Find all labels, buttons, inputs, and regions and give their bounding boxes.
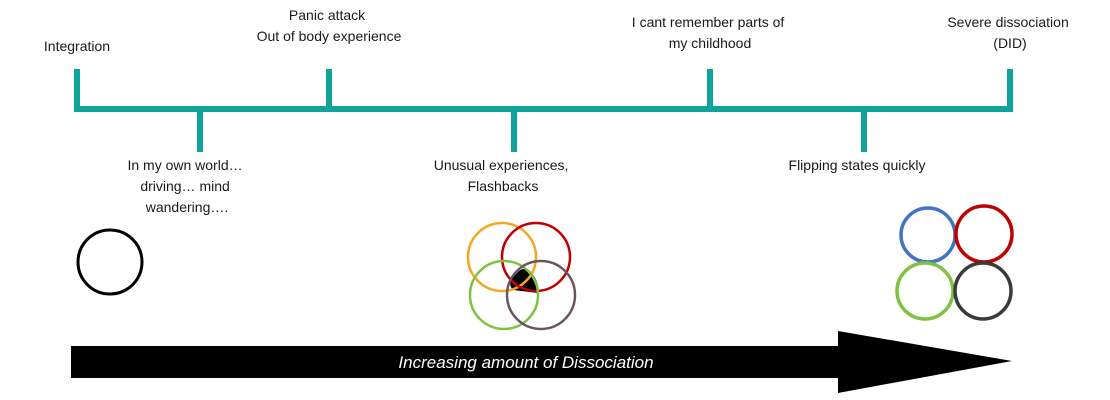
overlap-circle-orange <box>466 221 538 293</box>
label-line: wandering…. <box>145 199 229 215</box>
separate-circle-green <box>895 261 955 321</box>
label-flipping-states: Flipping states quickly <box>789 157 926 173</box>
label-line: Unusual experiences, <box>434 157 569 173</box>
label-line: Panic attack <box>289 7 366 23</box>
separate-circles <box>895 204 1014 321</box>
label-integration: Integration <box>44 38 110 54</box>
arrow-label: Increasing amount of Dissociation <box>398 353 653 372</box>
single-circle <box>76 228 144 296</box>
arrow-shape <box>71 331 1012 393</box>
label-severe-dissociation: Severe dissociation (DID) <box>947 14 1072 51</box>
separate-circle-dark <box>953 261 1013 321</box>
timeline <box>74 69 1013 152</box>
separate-circle-red <box>954 204 1014 264</box>
label-line: Out of body experience <box>257 28 402 44</box>
label-line: Flipping states quickly <box>789 157 926 173</box>
overlap-circle-red <box>500 221 572 293</box>
label-line: In my own world… <box>127 157 242 173</box>
label-own-world: In my own world… driving… mind wandering… <box>127 157 246 215</box>
separate-circle-blue <box>899 206 957 264</box>
label-line: I cant remember parts of <box>632 14 785 30</box>
overlap-circle-mauve <box>505 259 577 331</box>
label-line: Flashbacks <box>468 178 539 194</box>
label-cant-remember: I cant remember parts of my childhood <box>632 14 788 51</box>
label-unusual-experiences: Unusual experiences, Flashbacks <box>434 157 573 194</box>
label-line: Integration <box>44 38 110 54</box>
overlapping-circles <box>466 221 577 331</box>
label-line: my childhood <box>669 35 752 51</box>
label-panic-attack: Panic attack Out of body experience <box>257 7 402 44</box>
dissociation-arrow: Increasing amount of Dissociation <box>71 331 1012 393</box>
label-line: (DID) <box>993 35 1026 51</box>
label-line: Severe dissociation <box>947 14 1068 30</box>
label-line: driving… mind <box>140 178 229 194</box>
overlap-circle-green <box>468 259 540 331</box>
